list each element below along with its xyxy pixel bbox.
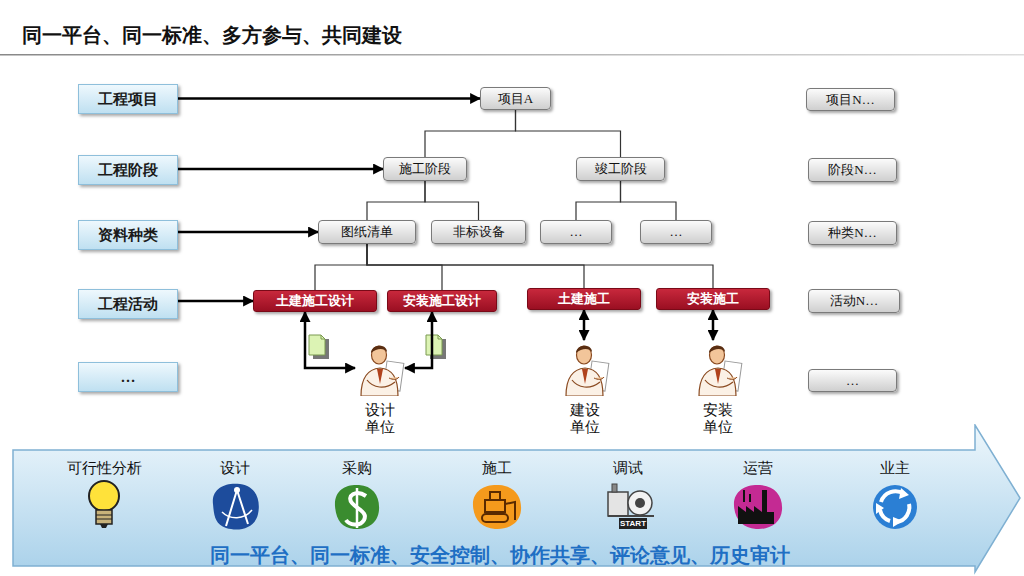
arrow-connector <box>305 312 355 368</box>
tree-label: 非标设备 <box>453 223 505 241</box>
tree-connector <box>576 181 621 220</box>
band-arrow <box>13 425 1020 572</box>
tree-connector <box>367 244 442 290</box>
party-label: 建设 单位 <box>568 402 603 437</box>
person-figure <box>361 346 404 396</box>
category-label: … <box>121 369 136 386</box>
tree-connector <box>425 110 516 157</box>
band-text: 设计 <box>220 459 250 478</box>
party-label: 安装 单位 <box>701 402 736 437</box>
tree-label: … <box>570 224 583 240</box>
category-box: 工程项目 <box>78 84 178 114</box>
party-node: 建设 单位 <box>560 340 610 437</box>
icon-caption: START <box>619 518 647 529</box>
category-box: 工程阶段 <box>78 155 178 185</box>
category-label: 工程活动 <box>98 295 158 314</box>
category-box: 资料种类 <box>78 220 178 250</box>
tree-box: 项目N… <box>806 88 895 111</box>
document-icon <box>309 335 329 359</box>
party-node: 安装 单位 <box>693 340 743 437</box>
person-figure <box>566 346 609 396</box>
arrow-connector <box>178 231 318 234</box>
tree-label: … <box>670 224 683 240</box>
band-text: 施工 <box>482 459 512 478</box>
person-outline <box>693 340 743 396</box>
construction-icon <box>473 485 521 529</box>
tree-connector <box>315 244 367 290</box>
tree-label: 图纸清单 <box>341 223 393 241</box>
category-box: … <box>78 362 178 392</box>
tree-label: 施工阶段 <box>399 160 451 178</box>
tree-label: 种类N… <box>828 224 876 242</box>
band-text: 可行性分析 <box>67 459 142 478</box>
activity-box: 土建施工 <box>527 288 641 310</box>
tree-box: … <box>808 369 897 392</box>
tree-label: 项目A <box>498 90 533 108</box>
tree-box: 项目A <box>480 87 551 110</box>
activity-box: 安装施工设计 <box>387 290 497 312</box>
tree-box: 竣工阶段 <box>576 157 665 181</box>
category-label: 工程阶段 <box>98 161 158 180</box>
tree-box: 活动N… <box>808 289 900 313</box>
activity-label: 安装施工设计 <box>403 292 481 310</box>
tree-label: 项目N… <box>826 91 874 109</box>
activity-label: 安装施工 <box>687 290 739 308</box>
arrow-connector <box>712 310 715 340</box>
person-outline <box>355 340 405 396</box>
tree-box: 施工阶段 <box>383 157 467 181</box>
party-node: 设计 单位 <box>355 340 405 437</box>
owner-icon <box>873 485 917 529</box>
tree-box: … <box>640 220 712 244</box>
tree-box: 种类N… <box>808 221 897 245</box>
activity-box: 安装施工 <box>656 288 770 310</box>
tree-connector <box>367 244 584 288</box>
design-icon <box>213 484 259 530</box>
arrow-connector <box>178 97 480 100</box>
slide-title: 同一平台、同一标准、多方参与、共同建设 <box>22 22 402 49</box>
operation-icon <box>734 485 782 529</box>
tree-label: 活动N… <box>830 292 878 310</box>
activity-label: 土建施工设计 <box>276 292 354 310</box>
band-text: 业主 <box>880 459 910 478</box>
arrow-connector <box>405 312 432 368</box>
lightbulb-icon <box>89 481 119 528</box>
tree-connector <box>367 181 425 220</box>
party-label: 设计 单位 <box>363 402 398 437</box>
person-figure <box>699 346 742 396</box>
tree-box: 图纸清单 <box>318 220 416 244</box>
tree-connector <box>621 181 677 220</box>
tree-label: 阶段N… <box>828 161 876 179</box>
tree-connector <box>367 244 713 288</box>
arrow-connector <box>583 310 586 340</box>
tree-connector <box>425 181 479 220</box>
band-text: 调试 <box>613 459 643 478</box>
tree-label: 竣工阶段 <box>595 160 647 178</box>
tree-label: … <box>846 373 859 389</box>
tree-connector <box>516 110 621 157</box>
band-text: 采购 <box>342 459 372 478</box>
title-rule <box>0 54 1024 56</box>
tree-box: 阶段N… <box>808 158 897 182</box>
activity-label: 土建施工 <box>558 290 610 308</box>
category-label: 工程项目 <box>98 90 158 109</box>
band-icons <box>89 481 917 529</box>
activity-box: 土建施工设计 <box>253 290 377 312</box>
commissioning-icon <box>608 484 654 529</box>
document-icon <box>426 335 446 359</box>
tree-box: … <box>540 220 612 244</box>
arrow-connector <box>178 168 383 171</box>
tree-box: 非标设备 <box>431 220 526 244</box>
lifecycle-arrow: 可行性分析 设计 采购 施工 调试 运营 业主同一平台、同一标准、安全控制、协作共享、评论意… <box>12 424 1022 576</box>
person-outline <box>560 340 610 396</box>
band-text: 同一平台、同一标准、安全控制、协作共享、评论意见、历史审计 <box>210 542 790 569</box>
category-label: 资料种类 <box>98 226 158 245</box>
band-text: 运营 <box>743 459 773 478</box>
purchase-icon <box>335 485 379 529</box>
category-box: 工程活动 <box>78 289 178 319</box>
arrow-connector <box>178 300 253 303</box>
